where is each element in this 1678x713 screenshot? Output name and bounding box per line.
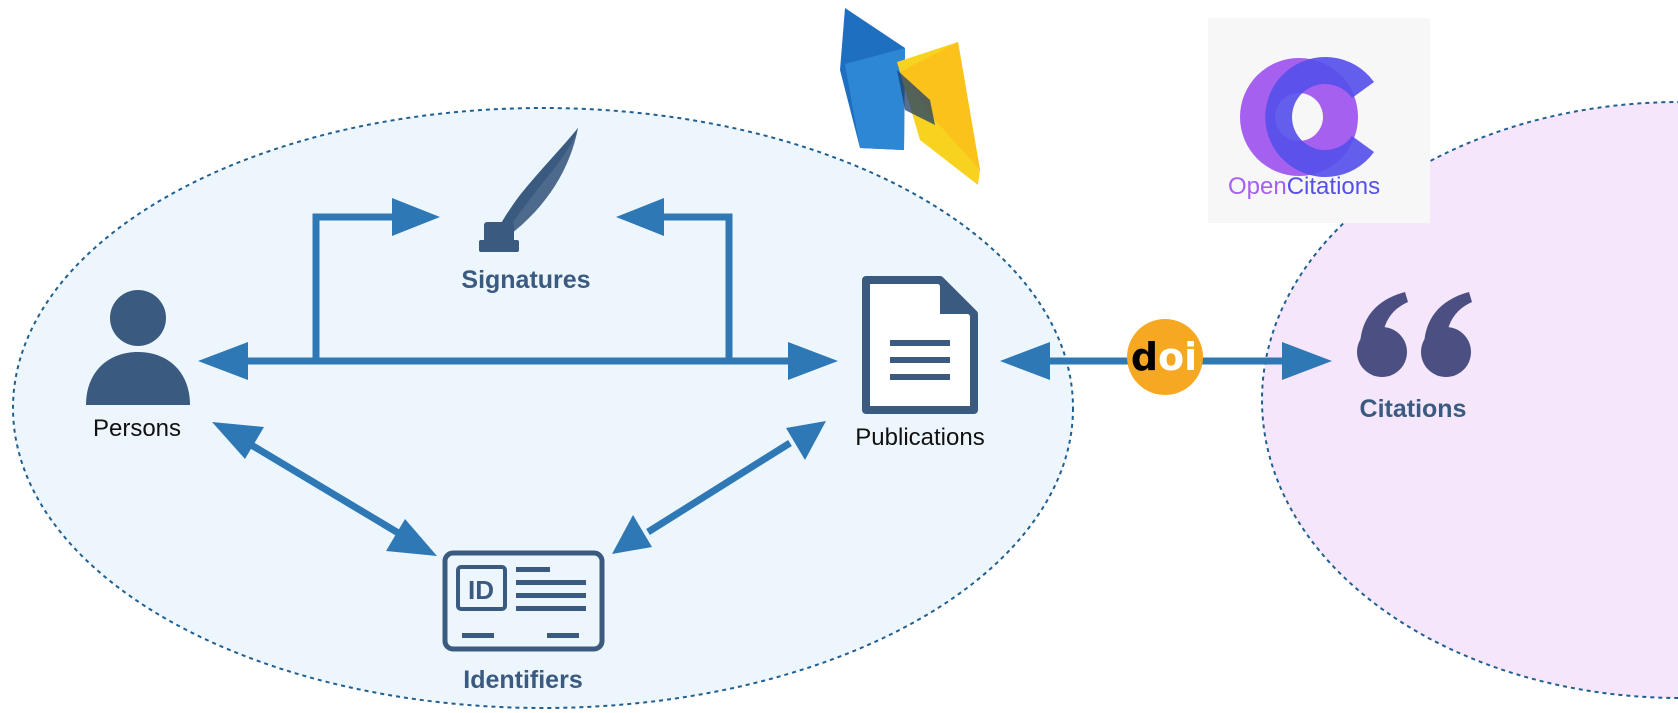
arrowhead-signatures-left: [392, 198, 440, 236]
crossref-logo: [840, 8, 980, 185]
id-card-text: ID: [468, 575, 494, 605]
persons-identifiers-arrow-line: [246, 439, 402, 538]
citations-label: Citations: [1360, 395, 1467, 423]
id-card-icon: ID: [442, 550, 605, 652]
quote-icon: [1357, 292, 1472, 377]
arrowhead-citations: [1282, 342, 1332, 380]
arrowheads: [198, 198, 1332, 556]
publications-label: Publications: [855, 424, 984, 451]
opencitations-wordmark: OpenCitations: [1228, 173, 1380, 200]
document-icon: [862, 276, 978, 414]
svg-text:doi: doi: [1131, 335, 1197, 379]
arrowhead-identifiers-right: [612, 515, 652, 554]
publications-signatures-arrow-line: [655, 213, 733, 361]
quill-icon: [479, 128, 578, 252]
opencitations-logo: OpenCitations: [1208, 18, 1430, 223]
arrowhead-persons: [198, 342, 248, 380]
arrowhead-publications-right: [1000, 342, 1050, 380]
right-region: [1261, 101, 1678, 699]
publications-identifiers-arrow-line: [646, 440, 792, 535]
signatures-label: Signatures: [461, 266, 590, 294]
arrowhead-publications-diag: [786, 421, 826, 460]
arrowhead-identifiers-left: [386, 519, 437, 556]
identifiers-label: Identifiers: [463, 666, 582, 694]
arrowhead-publications-left: [788, 342, 838, 380]
persons-label: Persons: [93, 415, 181, 442]
arrowhead-persons-diag: [212, 422, 264, 459]
left-region: [12, 107, 1074, 709]
arrowhead-signatures-right: [616, 198, 664, 236]
person-icon: [86, 290, 190, 405]
doi-badge-icon: doi: [1127, 319, 1203, 395]
persons-signatures-arrow-line: [312, 213, 400, 361]
